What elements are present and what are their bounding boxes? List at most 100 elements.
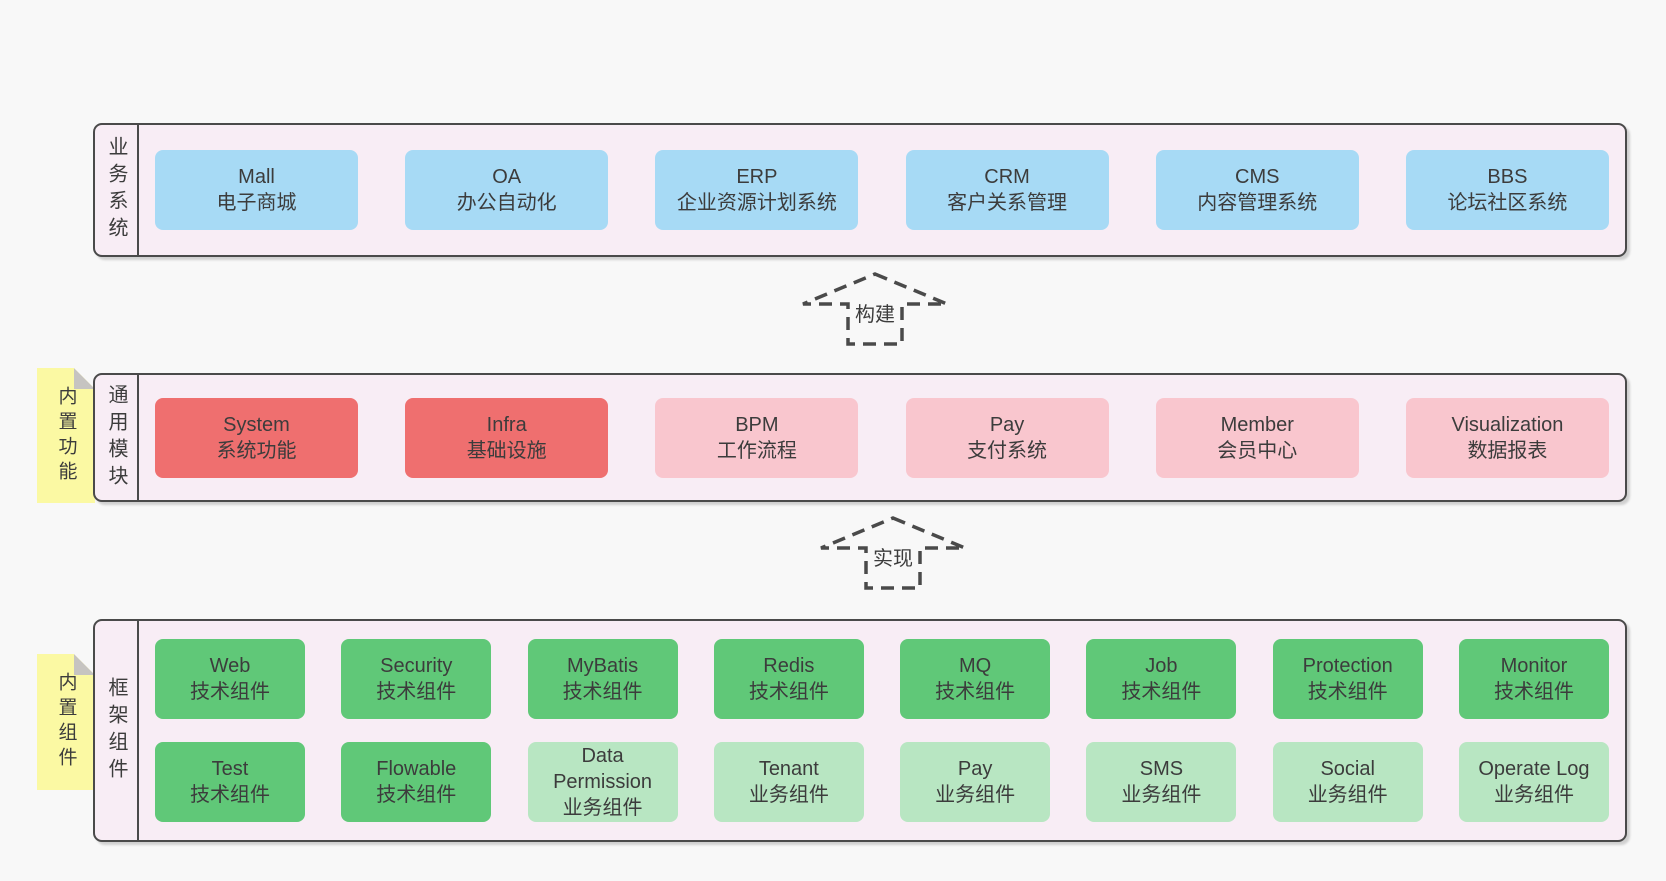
box-zh-label: 系统功能 xyxy=(216,439,297,462)
box-mall: Mall 电子商城 xyxy=(155,150,358,230)
box-en-label: CRM xyxy=(984,166,1030,188)
box-zh-label: 会员中心 xyxy=(1217,439,1298,462)
box-zh-label: 业务组件 xyxy=(1493,784,1574,806)
section-framework-components: 框架组件 Web 技术组件 Security 技术组件 MyBatis 技术组件… xyxy=(93,619,1627,842)
box-operate-log: Operate Log 业务组件 xyxy=(1458,742,1609,822)
box-zh-label: 技术组件 xyxy=(376,681,457,703)
box-en-label: Job xyxy=(1145,655,1178,677)
box-en-label: Monitor xyxy=(1500,655,1568,677)
box-pay-component: Pay 业务组件 xyxy=(900,742,1051,822)
box-en-label: Security xyxy=(380,655,453,677)
box-data-permission: Data Permission 业务组件 xyxy=(527,742,678,822)
box-flowable: Flowable 技术组件 xyxy=(341,742,492,822)
box-zh-label: 论坛社区系统 xyxy=(1447,192,1568,214)
section-title-cell: 通用模块 xyxy=(95,375,139,500)
note-builtin-components-label: 内置组件 xyxy=(55,672,77,772)
box-zh-label: 业务组件 xyxy=(935,784,1016,806)
section-title-cell: 框架组件 xyxy=(95,621,139,840)
box-en-label: Pay xyxy=(957,758,993,780)
arrow-build-label: 构建 xyxy=(855,303,895,326)
arrow-implement-shape xyxy=(820,516,966,590)
box-zh-label: 业务组件 xyxy=(1307,784,1388,806)
box-bpm: BPM 工作流程 xyxy=(655,397,859,478)
box-protection: Protection 技术组件 xyxy=(1272,639,1423,719)
components-row-2: Test 技术组件 Flowable 技术组件 Data Permission … xyxy=(155,742,1609,822)
box-zh-label: 企业资源计划系统 xyxy=(676,192,837,214)
box-en-label: Web xyxy=(209,655,251,677)
box-zh-label: 基础设施 xyxy=(466,439,547,462)
box-en-label: Redis xyxy=(763,655,815,677)
box-visualization: Visualization 数据报表 xyxy=(1405,397,1609,478)
box-system: System 系统功能 xyxy=(155,397,358,478)
section-title-business: 业务系统 xyxy=(105,136,127,244)
box-erp: ERP 企业资源计划系统 xyxy=(655,150,859,230)
box-test: Test 技术组件 xyxy=(155,742,305,822)
box-monitor: Monitor 技术组件 xyxy=(1458,639,1609,719)
arrow-build: 构建 xyxy=(802,272,948,346)
box-crm: CRM 客户关系管理 xyxy=(905,150,1109,230)
box-en-label: Test xyxy=(211,758,249,780)
box-en-label: ERP xyxy=(736,166,778,188)
box-sms: SMS 业务组件 xyxy=(1086,742,1237,822)
box-zh-label: 技术组件 xyxy=(1121,681,1202,703)
section-business-content: Mall 电子商城 OA 办公自动化 ERP 企业资源计划系统 CRM 客户关系… xyxy=(139,125,1625,255)
box-en-label: MyBatis xyxy=(567,655,639,677)
box-zh-label: 办公自动化 xyxy=(456,192,557,214)
box-en-label: System xyxy=(223,413,290,436)
box-zh-label: 电子商城 xyxy=(216,192,297,214)
box-zh-label: 技术组件 xyxy=(748,681,829,703)
box-en-label: Protection xyxy=(1302,655,1393,677)
section-business-systems: 业务系统 Mall 电子商城 OA 办公自动化 ERP 企业资源计划系统 CRM… xyxy=(93,123,1627,257)
note-fold-icon xyxy=(74,368,95,389)
box-zh-label: 技术组件 xyxy=(935,681,1016,703)
box-zh-label: 技术组件 xyxy=(1307,681,1388,703)
box-en-label: Social xyxy=(1320,758,1375,780)
section-title-modules: 通用模块 xyxy=(105,383,127,492)
box-zh-label: 业务组件 xyxy=(748,784,829,806)
arrow-implement-label: 实现 xyxy=(873,547,913,570)
box-job: Job 技术组件 xyxy=(1086,639,1237,719)
box-zh-label: 技术组件 xyxy=(190,784,270,806)
components-row-1: Web 技术组件 Security 技术组件 MyBatis 技术组件 Redi… xyxy=(155,639,1609,719)
note-fold-icon xyxy=(74,654,95,675)
arrow-build-shape xyxy=(802,272,948,346)
box-en-label: BPM xyxy=(735,413,779,436)
box-zh-label: 数据报表 xyxy=(1467,439,1548,462)
note-builtin-features-label: 内置功能 xyxy=(55,385,77,486)
section-modules-content: System 系统功能 Infra 基础设施 BPM 工作流程 Pay 支付系统… xyxy=(139,375,1625,500)
note-builtin-features: 内置功能 xyxy=(37,368,95,503)
section-title-components: 框架组件 xyxy=(105,676,127,785)
box-zh-label: 支付系统 xyxy=(967,439,1048,462)
box-pay-system: Pay 支付系统 xyxy=(905,397,1109,478)
box-infra: Infra 基础设施 xyxy=(405,397,609,478)
box-en-label: Visualization xyxy=(1451,413,1564,436)
box-en-label: CMS xyxy=(1235,166,1280,188)
box-redis: Redis 技术组件 xyxy=(713,639,864,719)
box-en-label: Infra xyxy=(486,413,527,436)
section-common-modules: 通用模块 System 系统功能 Infra 基础设施 BPM 工作流程 Pay… xyxy=(93,373,1627,502)
box-zh-label: 工作流程 xyxy=(716,439,797,462)
box-tenant: Tenant 业务组件 xyxy=(713,742,864,822)
box-en-label: Flowable xyxy=(376,758,457,780)
box-zh-label: 技术组件 xyxy=(1493,681,1574,703)
box-bbs: BBS 论坛社区系统 xyxy=(1405,150,1609,230)
box-en-label: Operate Log xyxy=(1478,758,1590,780)
box-en-label: Member xyxy=(1220,413,1294,436)
box-en-label: MQ xyxy=(959,655,992,677)
box-en-label: OA xyxy=(492,166,522,188)
box-en-label: SMS xyxy=(1139,758,1184,780)
box-oa: OA 办公自动化 xyxy=(405,150,609,230)
box-mybatis: MyBatis 技术组件 xyxy=(527,639,678,719)
box-web: Web 技术组件 xyxy=(155,639,305,719)
box-en-label: Data Permission xyxy=(553,745,653,793)
box-security: Security 技术组件 xyxy=(341,639,492,719)
box-zh-label: 技术组件 xyxy=(376,784,457,806)
box-zh-label: 技术组件 xyxy=(562,681,643,703)
box-zh-label: 业务组件 xyxy=(562,797,643,819)
box-mq: MQ 技术组件 xyxy=(900,639,1051,719)
box-en-label: Tenant xyxy=(758,758,819,780)
box-zh-label: 技术组件 xyxy=(190,681,270,703)
box-social: Social 业务组件 xyxy=(1272,742,1423,822)
box-en-label: Mall xyxy=(238,166,275,188)
